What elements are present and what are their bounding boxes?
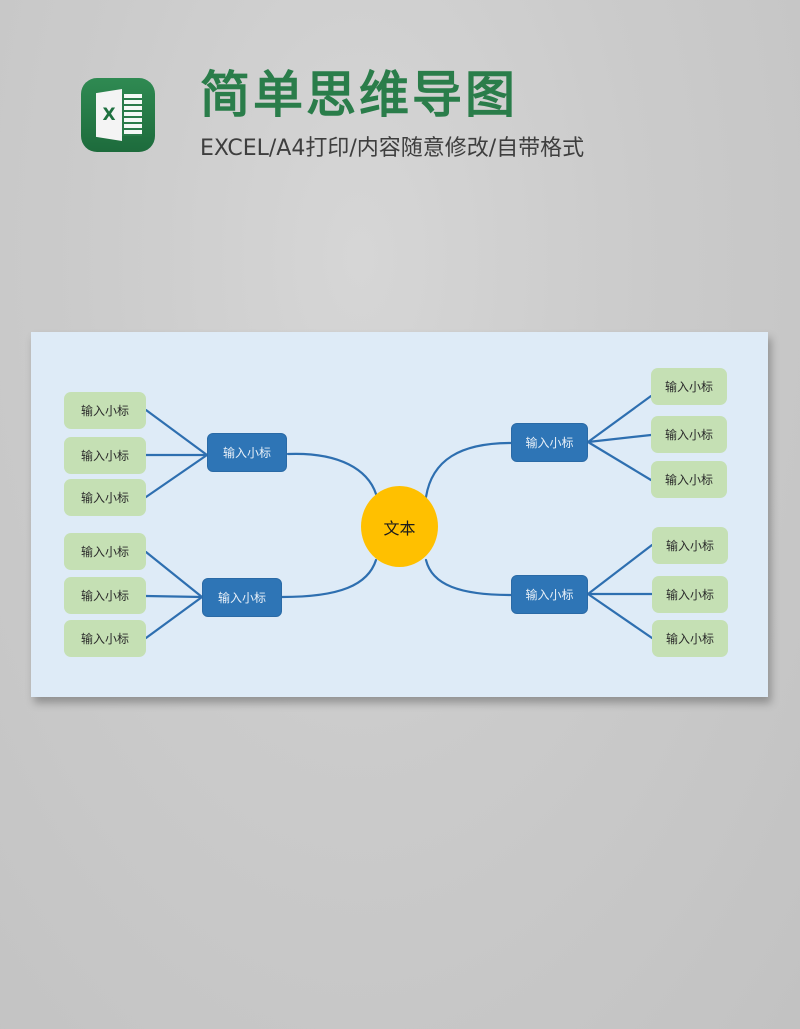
connector-leaf bbox=[144, 408, 209, 457]
excel-app-icon: X bbox=[81, 78, 155, 152]
connector-leaf bbox=[144, 594, 204, 599]
leaf-node[interactable]: 输入小标 bbox=[64, 392, 146, 429]
leaf-node[interactable]: 输入小标 bbox=[64, 479, 146, 516]
connector-leaf bbox=[144, 595, 204, 640]
header: X 简单思维导图 EXCEL/A4打印/内容随意修改/自带格式 bbox=[0, 0, 800, 200]
connector-leaf bbox=[586, 440, 653, 482]
connector-leaf bbox=[586, 394, 653, 444]
excel-x-letter: X bbox=[96, 89, 122, 141]
connector-center-bottom-right bbox=[424, 558, 513, 597]
leaf-node[interactable]: 输入小标 bbox=[652, 527, 728, 564]
leaf-node[interactable]: 输入小标 bbox=[651, 461, 727, 498]
branch-node-bottom-right[interactable]: 输入小标 bbox=[511, 575, 588, 614]
leaf-node[interactable]: 输入小标 bbox=[64, 620, 146, 657]
leaf-node[interactable]: 输入小标 bbox=[64, 577, 146, 614]
leaf-node[interactable]: 输入小标 bbox=[64, 437, 146, 474]
page-subtitle: EXCEL/A4打印/内容随意修改/自带格式 bbox=[200, 136, 585, 161]
branch-node-bottom-left[interactable]: 输入小标 bbox=[202, 578, 282, 617]
connector-leaf bbox=[144, 453, 209, 499]
page-title: 简单思维导图 bbox=[200, 66, 518, 124]
connector-center-top-right bbox=[424, 441, 513, 499]
leaf-node[interactable]: 输入小标 bbox=[652, 576, 728, 613]
connector-leaf bbox=[144, 550, 204, 599]
branch-node-top-left[interactable]: 输入小标 bbox=[207, 433, 287, 472]
connector-center-bottom-left bbox=[280, 558, 378, 599]
leaf-node[interactable]: 输入小标 bbox=[64, 533, 146, 570]
leaf-node[interactable]: 输入小标 bbox=[651, 416, 727, 453]
connector-leaf bbox=[586, 592, 654, 640]
leaf-node[interactable]: 输入小标 bbox=[651, 368, 727, 405]
leaf-node[interactable]: 输入小标 bbox=[652, 620, 728, 657]
center-node[interactable]: 文本 bbox=[361, 486, 438, 567]
connector-center-top-left bbox=[286, 452, 378, 496]
connector-leaf bbox=[586, 433, 653, 444]
branch-node-top-right[interactable]: 输入小标 bbox=[511, 423, 588, 462]
connector-leaf bbox=[586, 543, 654, 596]
